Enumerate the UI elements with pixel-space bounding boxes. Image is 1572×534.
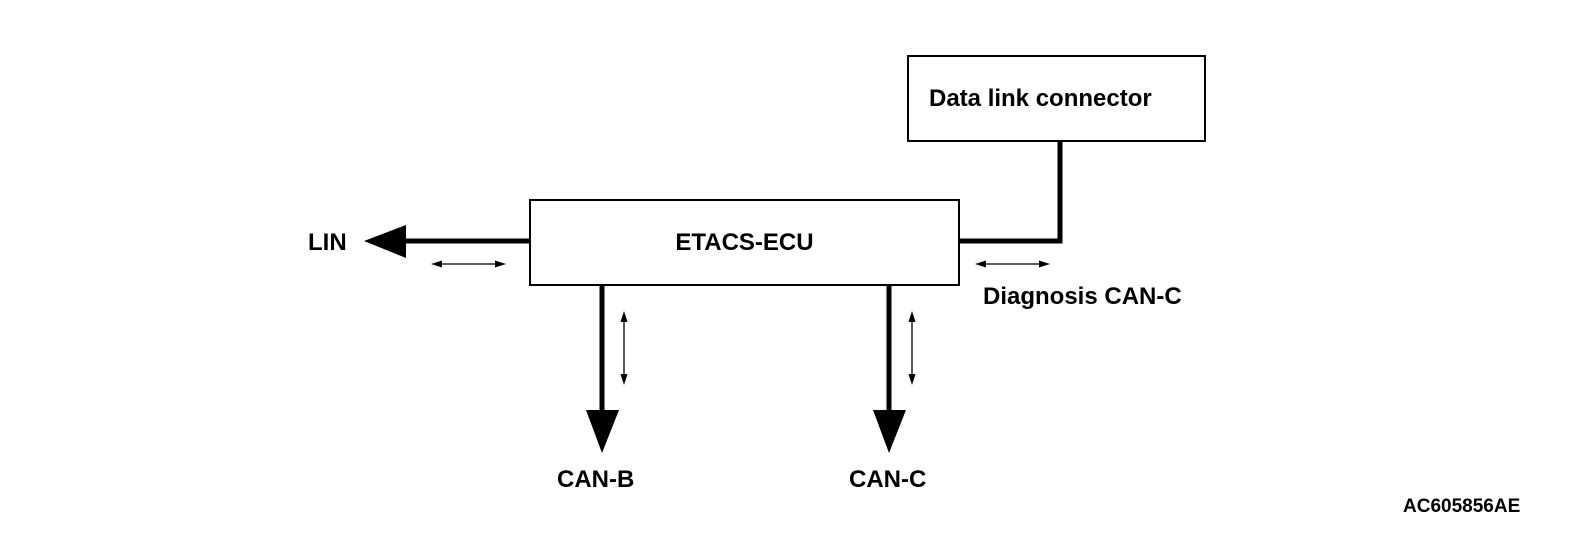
etacs-ecu-box: ETACS-ECU	[529, 199, 960, 286]
data-link-connector-label: Data link connector	[929, 84, 1152, 112]
figure-id-label: AC605856AE	[1403, 496, 1521, 517]
data-link-connector-box: Data link connector	[907, 55, 1206, 142]
can-b-label: CAN-B	[557, 466, 635, 493]
diagnosis-can-c-line	[960, 142, 1063, 244]
lin-label: LIN	[308, 229, 347, 256]
can-b-bidirectional-arrow	[620, 311, 628, 385]
can-c-bidirectional-arrow	[908, 311, 916, 385]
etacs-ecu-label: ETACS-ECU	[675, 228, 814, 256]
can-c-label: CAN-C	[849, 466, 927, 493]
can-c-arrowhead	[873, 410, 906, 453]
can-b-arrowhead	[586, 410, 619, 453]
diagnosis-bidirectional-arrow	[975, 260, 1050, 268]
lin-bidirectional-arrow	[431, 260, 506, 268]
diagnosis-can-c-label: Diagnosis CAN-C	[983, 283, 1182, 310]
lin-arrowhead	[364, 225, 406, 258]
